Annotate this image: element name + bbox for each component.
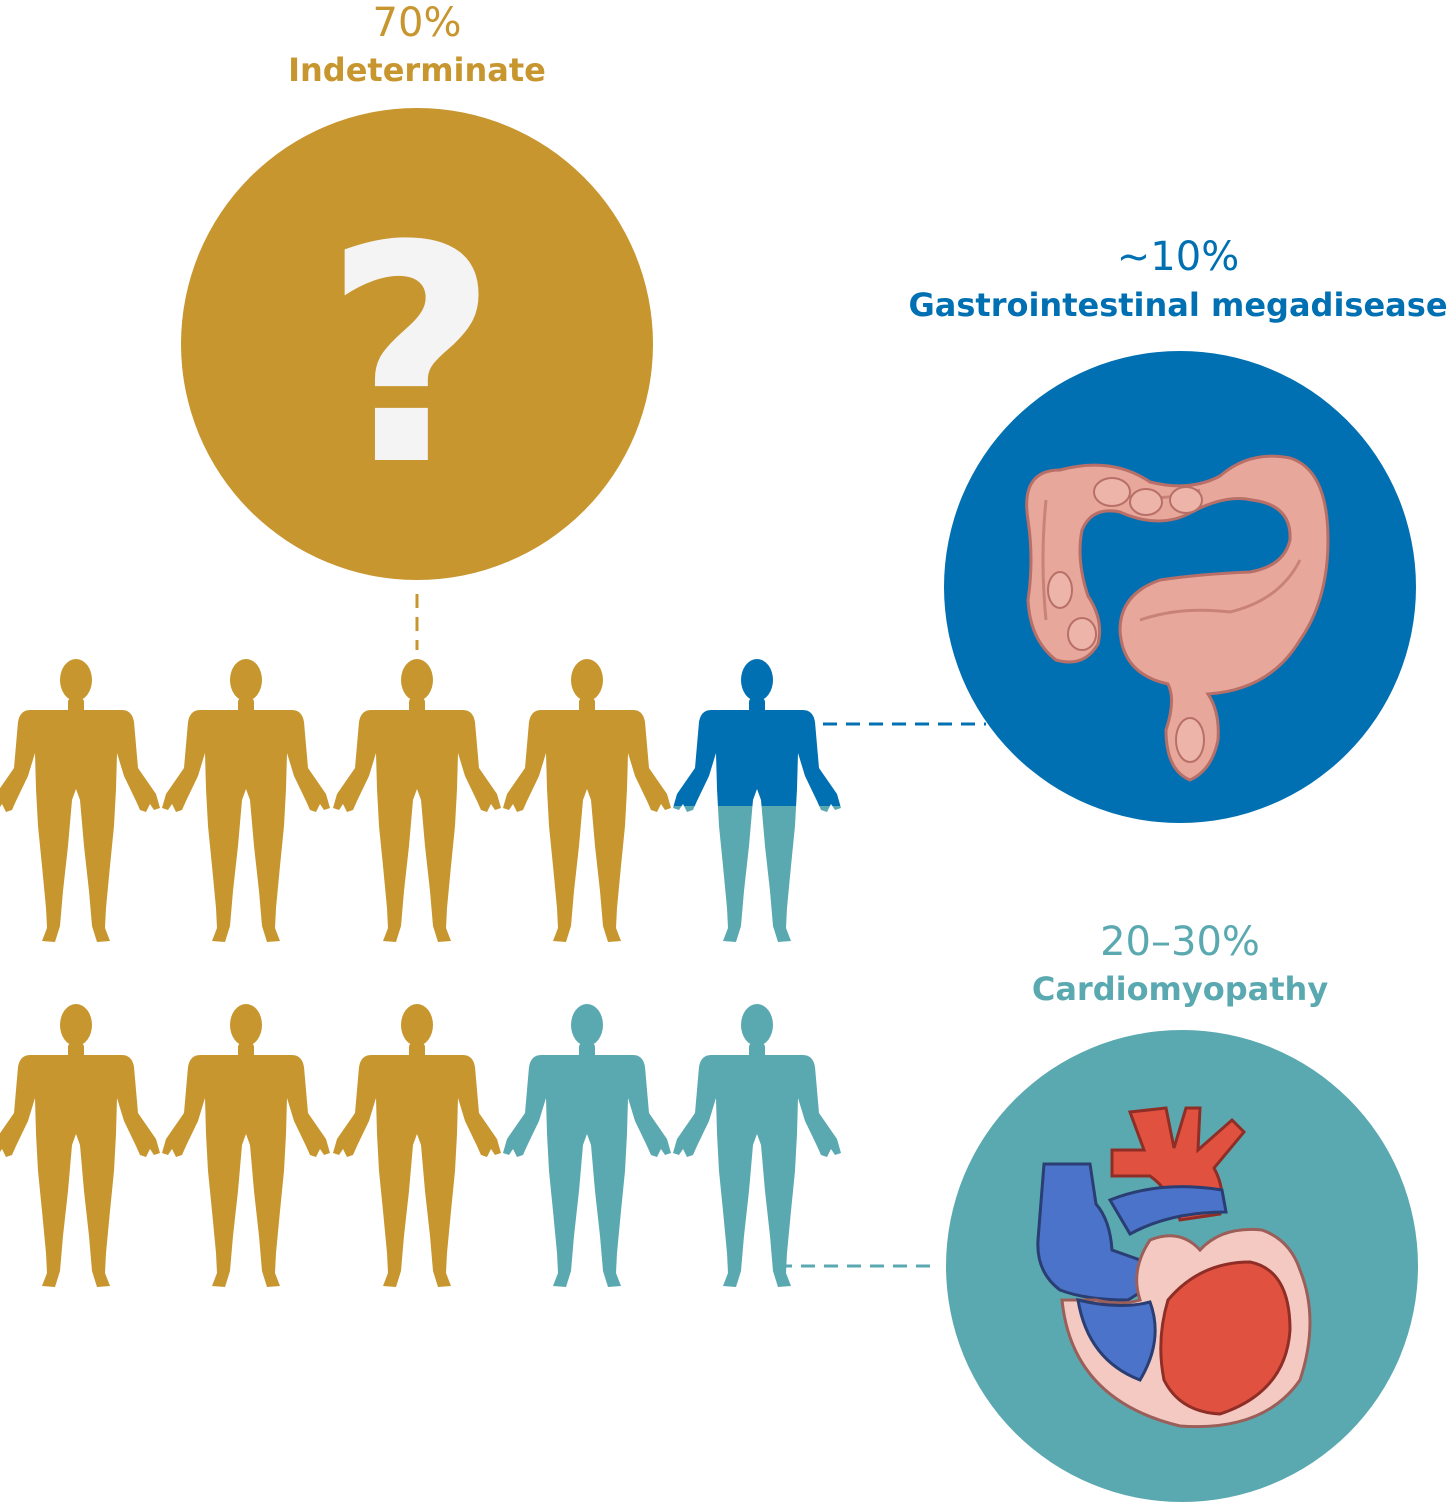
person-figure-indeterminate bbox=[333, 1004, 501, 1287]
cardiomyopathy-label: Cardiomyopathy bbox=[1032, 970, 1328, 1008]
cardiomyopathy-percent: 20–30% bbox=[1100, 919, 1260, 965]
person-figure-cardiomyopathy bbox=[503, 1004, 671, 1287]
person-figure-indeterminate bbox=[162, 659, 330, 942]
person-figure-indeterminate bbox=[162, 1004, 330, 1287]
indeterminate-percent: 70% bbox=[373, 0, 462, 46]
gastrointestinal-percent: ~10% bbox=[1117, 234, 1239, 280]
heart-icon bbox=[1036, 1106, 1312, 1429]
person-figure-indeterminate bbox=[0, 659, 160, 942]
person-figure-indeterminate bbox=[503, 659, 671, 942]
person-figure-indeterminate bbox=[0, 1004, 160, 1287]
question-mark-icon: ? bbox=[324, 182, 498, 531]
person-figure-cardiomyopathy bbox=[673, 1004, 841, 1287]
gastrointestinal-label: Gastrointestinal megadisease bbox=[908, 286, 1447, 324]
person-figure-indeterminate bbox=[333, 659, 501, 942]
large-intestine-icon bbox=[1025, 454, 1330, 782]
person-figure-split-gastrointestinal-cardiomyopathy bbox=[673, 659, 841, 942]
indeterminate-label: Indeterminate bbox=[288, 51, 546, 89]
indeterminate-circle bbox=[181, 108, 653, 580]
people-grid bbox=[0, 659, 841, 1287]
